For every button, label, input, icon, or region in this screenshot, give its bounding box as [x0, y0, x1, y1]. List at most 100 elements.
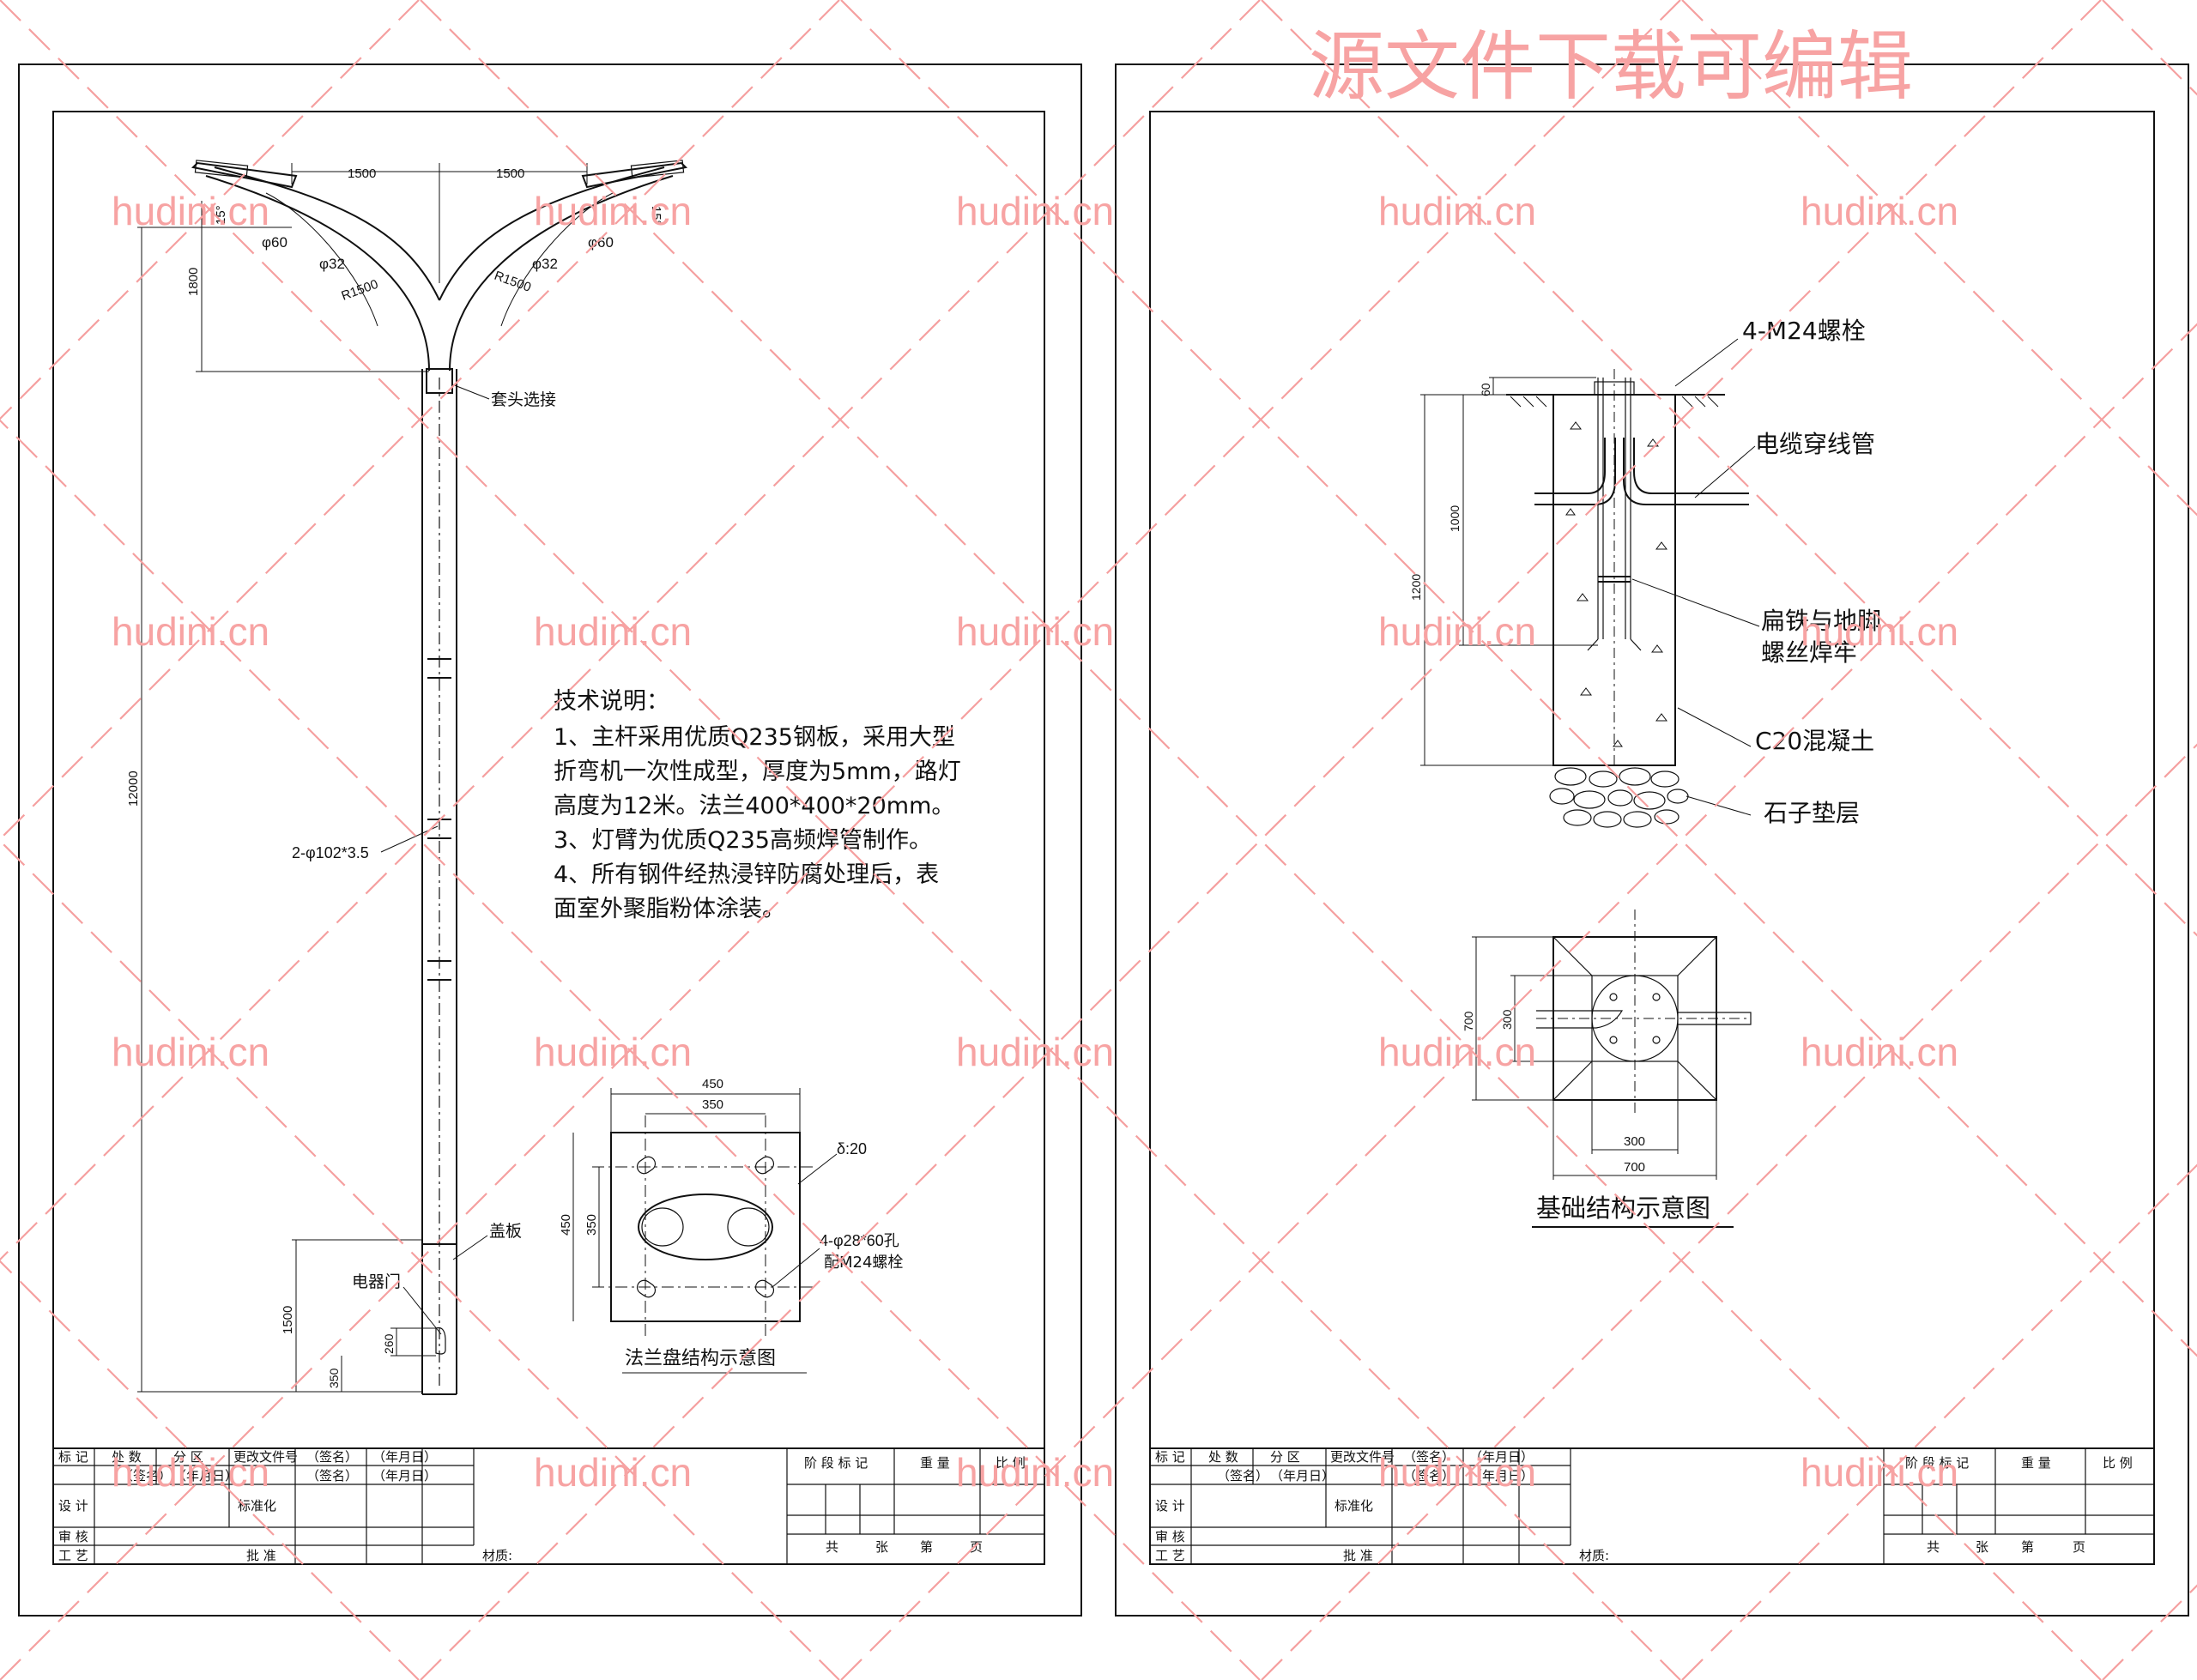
radius-right-label: R1500 [493, 269, 533, 295]
tb-page: 第 [920, 1539, 933, 1555]
watermark-site-text: hudini.cn [112, 609, 269, 654]
watermark-line [0, 419, 1261, 1680]
watermark-site-text: hudini.cn [1378, 1450, 1536, 1495]
tb2-weight: 重 量 [2021, 1455, 2051, 1471]
tb2-standard: 标准化 [1335, 1498, 1373, 1514]
flange-dim-outer-w: 450 [702, 1077, 723, 1091]
tb-sign-3: （签名） [306, 1468, 358, 1484]
dim-arm-right: 1500 [496, 166, 524, 181]
watermark-line [0, 0, 1681, 1680]
plan-dim-inner-w: 300 [1624, 1134, 1645, 1149]
foundation-title: 基础结构示意图 [1536, 1194, 1710, 1223]
arm-right-label: φ32 [532, 256, 558, 272]
tb2-date-1: （年月日） [1469, 1449, 1534, 1465]
tb-standard: 标准化 [238, 1498, 276, 1514]
tb2-review: 审 核 [1155, 1529, 1185, 1544]
tb-count: 处 数 [112, 1449, 142, 1465]
tb2-date-3: （年月日） [1469, 1468, 1534, 1484]
watermark-site-text: hudini.cn [112, 1450, 269, 1495]
arm-left-label: φ32 [319, 256, 345, 272]
tb-page-unit: 页 [970, 1539, 983, 1555]
watermark-top-text: 源文件下载可编辑 [1309, 24, 1913, 109]
tb2-sign-2: （签名） [1217, 1468, 1268, 1484]
foundation-dim-depth: 1200 [1409, 574, 1423, 601]
flange-plate-diagram: 450 350 450 350 δ:20 4-φ28*60孔 配M24螺栓 法兰… [559, 1077, 903, 1374]
watermark-line [420, 0, 2102, 1680]
radius-left-label: R1500 [340, 277, 380, 304]
watermark-site-text: hudini.cn [1801, 609, 1958, 654]
plan-dim-inner-h: 300 [1500, 1009, 1514, 1030]
tb2-sign-3: （签名） [1403, 1468, 1455, 1484]
watermark-site-text: hudini.cn [534, 609, 692, 654]
foundation-section: 60 1000 1200 4-M24螺栓 电缆穿线管 扁铁与地脚 螺丝焊牢 C2… [1409, 317, 1881, 828]
watermark-site-text: hudini.cn [1801, 189, 1958, 233]
flange-dim-inner-h: 350 [584, 1214, 599, 1236]
sleeve-label: 套头选接 [491, 390, 556, 409]
watermark-line [1261, 743, 2197, 1680]
foundation-cable-label: 电缆穿线管 [1755, 430, 1875, 458]
watermark-text-grid: hudini.cn hudini.cn hudini.cn hudini.cn hudi… [112, 189, 1958, 1495]
tb2-sheet-unit: 张 [1976, 1539, 1988, 1555]
watermark-site-text: hudini.cn [956, 609, 1114, 654]
flange-dim-inner-w: 350 [702, 1097, 723, 1112]
watermark-line [2102, 1584, 2197, 1680]
watermark-line [420, 0, 2102, 1680]
watermark-site-text: hudini.cn [956, 189, 1114, 233]
tb-sheet-unit: 张 [875, 1539, 888, 1555]
tb2-mark: 标 记 [1155, 1449, 1185, 1465]
dim-door-length: 260 [382, 1333, 396, 1354]
tb2-sign-1: （签名） [1403, 1449, 1455, 1465]
foundation-concrete-label: C20混凝土 [1755, 727, 1874, 755]
tb2-material: 材质: [1579, 1548, 1609, 1563]
flange-dim-outer-h: 450 [559, 1214, 573, 1236]
tube-right-label: φ60 [588, 234, 614, 251]
dim-pole-height: 12000 [126, 771, 141, 807]
tb-sign-2: （签名） [120, 1468, 172, 1484]
watermark-site-text: hudini.cn [112, 189, 269, 233]
door-label: 电器门 [352, 1272, 401, 1291]
tb2-design: 设 计 [1155, 1498, 1185, 1514]
title-block-left: 标 记 处 数 分 区 更改文件号 （签名） （年月日） 设 计 （签名） （年… [52, 1447, 1045, 1565]
dim-arm-left: 1500 [348, 166, 376, 181]
tb2-change: 更改文件号 [1330, 1449, 1395, 1465]
angle-left-label: 15° [214, 205, 228, 225]
watermark-site-text: hudini.cn [1378, 189, 1536, 233]
foundation-dim-pipe: 1000 [1448, 505, 1462, 532]
flange-thickness-label: δ:20 [837, 1140, 867, 1157]
watermark-site-text: hudini.cn [1378, 1030, 1536, 1074]
foundation-weld-label-1: 扁铁与地脚 [1761, 607, 1881, 635]
tech-note-line-2: 折弯机一次性成型，厚度为5mm，路灯 [554, 758, 961, 785]
pole-labels: 15° 15° φ60 φ60 φ32 φ32 R1500 R1500 套头选接… [214, 205, 663, 1335]
flange-title: 法兰盘结构示意图 [625, 1348, 776, 1369]
watermark-line [0, 0, 420, 420]
tb-mark: 标 记 [58, 1449, 88, 1465]
angle-right-label: 15° [649, 206, 663, 226]
watermark-site-text: hudini.cn [534, 1030, 692, 1074]
tech-note-line-1: 1、主杆采用优质Q235钢板，采用大型 [554, 724, 955, 751]
pole-elevation [191, 160, 688, 1395]
tb-review: 审 核 [58, 1529, 88, 1544]
dim-arm-height: 1800 [186, 268, 201, 296]
tb2-zone: 分 区 [1270, 1449, 1300, 1465]
watermark-site-text: hudini.cn [1378, 609, 1536, 654]
foundation-bolt-label: 4-M24螺栓 [1742, 317, 1866, 345]
tb-change: 更改文件号 [233, 1449, 298, 1465]
watermark-site-text: hudini.cn [956, 1450, 1114, 1495]
watermark-line [840, 0, 2197, 1357]
foundation-plan: 700 300 300 700 基础结构示意图 [1462, 909, 1752, 1228]
watermark-line [1681, 1163, 2197, 1680]
rib-label: 2-φ102*3.5 [292, 844, 369, 861]
watermark-line [1681, 0, 2197, 517]
tb2-date-2: （年月日） [1270, 1468, 1335, 1484]
watermark-line [1261, 0, 2197, 937]
watermark-line [2102, 0, 2197, 96]
tb-craft: 工 艺 [58, 1548, 88, 1563]
tb2-page-unit: 页 [2073, 1539, 2085, 1555]
tech-note-line-5: 4、所有钢件经热浸锌防腐处理后，表 [554, 861, 939, 888]
foundation-weld-label-2: 螺丝焊牢 [1761, 638, 1857, 667]
pole-dimensions: 1500 1500 1800 12000 1500 260 350 [126, 163, 588, 1393]
watermark-line [0, 839, 840, 1680]
plan-dim-width: 700 [1624, 1160, 1645, 1175]
watermark-site-text: hudini.cn [534, 189, 692, 233]
